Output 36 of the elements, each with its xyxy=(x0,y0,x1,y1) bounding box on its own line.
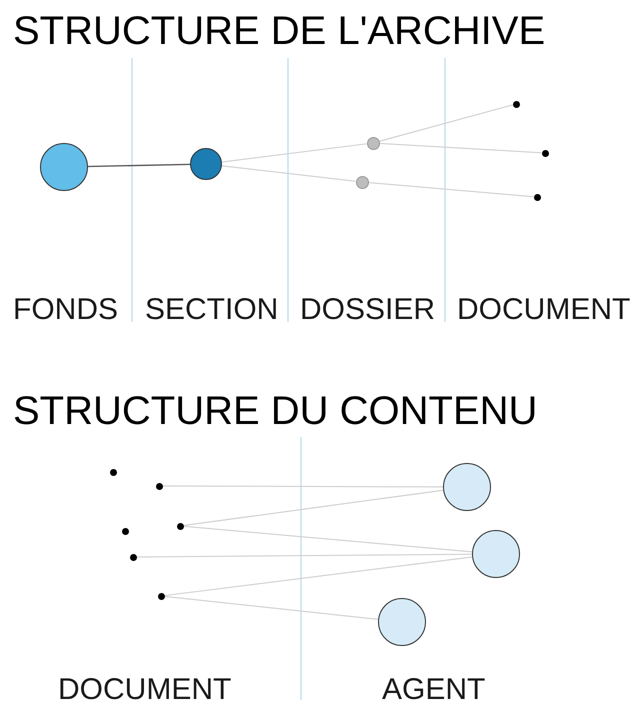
connector-line xyxy=(164,556,473,596)
large-circle-node xyxy=(40,143,88,191)
column-label: AGENT xyxy=(382,675,486,705)
column-label: SECTION xyxy=(145,295,278,325)
connector-line xyxy=(162,486,444,488)
section-title: STRUCTURE DU CONTENU xyxy=(13,391,538,431)
dot-node xyxy=(156,482,162,490)
column-label: DOSSIER xyxy=(300,295,436,325)
dot-node xyxy=(366,136,380,150)
circle-node xyxy=(190,148,222,180)
diagram-title: STRUCTURE DE L'ARCHIVE xyxy=(13,11,546,51)
connector-line xyxy=(368,182,534,198)
connector-line xyxy=(379,142,542,154)
column-label: DOCUMENT xyxy=(457,295,630,325)
connector-line xyxy=(221,143,368,162)
dot-node xyxy=(176,522,184,530)
dot-node xyxy=(122,528,128,534)
circle-node xyxy=(472,530,520,578)
column-label: FONDS xyxy=(13,295,118,325)
dot-node xyxy=(130,554,136,560)
connector-line xyxy=(136,554,472,558)
connector-line xyxy=(221,165,356,182)
circle-node xyxy=(378,598,426,646)
dot-node xyxy=(356,176,368,188)
connector-line xyxy=(378,104,514,142)
dot-node xyxy=(158,592,164,600)
column-label: DOCUMENT xyxy=(58,675,232,705)
connector-line xyxy=(88,164,190,168)
dot-node xyxy=(110,468,116,476)
dot-node xyxy=(534,194,540,200)
connector-line xyxy=(182,490,444,526)
connector-line xyxy=(164,596,379,620)
circle-node xyxy=(443,463,491,511)
dot-node xyxy=(512,100,520,108)
dot-node xyxy=(542,150,548,156)
connector-line xyxy=(182,526,473,552)
